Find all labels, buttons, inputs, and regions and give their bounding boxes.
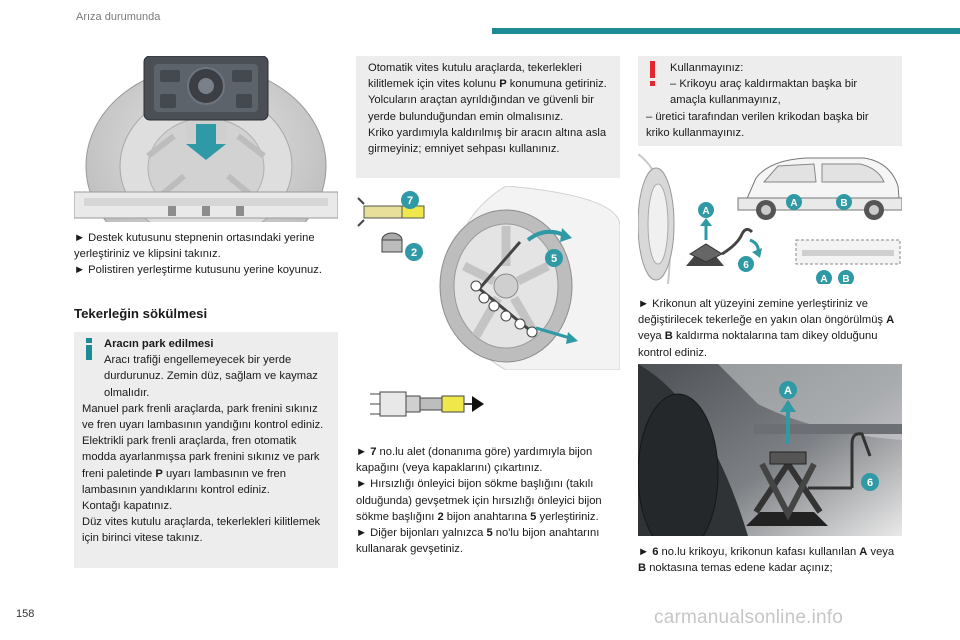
- info-manual-brake: Manuel park frenli araçlarda, park freni…: [82, 402, 324, 432]
- info-icon: [83, 338, 97, 360]
- label-A-under: A: [820, 274, 827, 284]
- label-A-closeup: A: [784, 385, 792, 397]
- label-6-closeup: 6: [867, 477, 873, 489]
- label-A-car: A: [790, 198, 797, 209]
- jack-points-illustration: A B A 6 A B: [638, 154, 902, 284]
- info-ignition-off: Kontağı kapatınız.: [82, 500, 173, 513]
- info-text: Aracı trafiği engellemeyecek bir yerde d…: [104, 354, 318, 399]
- label-7: 7: [407, 195, 413, 207]
- info-box-automatic: Otomatik vites kutulu araçlarda, tekerle…: [356, 56, 620, 178]
- wheel-bolt-illustration: 7 2 5: [356, 186, 620, 370]
- header-title: Arıza durumunda: [76, 11, 161, 23]
- page-number: 158: [16, 608, 35, 620]
- warning-line-1: – Krikoyu araç kaldırmaktan başka bir am…: [670, 78, 858, 107]
- instruction-loosen-bolts: ► Diğer bijonları yalnızca 5 no'lu bijon…: [356, 527, 600, 556]
- warning-line-2: – üretici tarafından verilen krikodan ba…: [646, 110, 869, 139]
- info-electric-brake: Elektrikli park frenli araçlarda, fren o…: [82, 435, 320, 480]
- anti-theft-tool-illustration: [368, 386, 488, 422]
- info-first-gear: Düz vites kutulu araçlarda, tekerlekleri…: [82, 516, 321, 545]
- info-title: Aracın park edilmesi: [104, 338, 214, 350]
- instruction-open-jack: ► 6 no.lu krikoyu, krikonun kafası kulla…: [638, 546, 895, 575]
- warning-icon: [648, 61, 658, 87]
- label-B-car: B: [840, 198, 847, 209]
- label-5: 5: [551, 253, 557, 265]
- instruction-polystyrene-box: ► Polistiren yerleştirme kutusunu yerine…: [74, 264, 322, 277]
- instruction-remove-cap: ► 7 no.lu alet (donanıma göre) yardımıyl…: [356, 446, 593, 475]
- watermark: carmanualsonline.info: [654, 607, 844, 628]
- jack-closeup-illustration: A 6: [638, 364, 902, 536]
- section-title-wheel-removal: Tekerleğin sökülmesi: [74, 306, 208, 321]
- warning-title: Kullanmayınız:: [670, 62, 744, 74]
- header-accent-bar: [492, 28, 960, 34]
- label-B-under: B: [842, 274, 849, 284]
- instruction-anti-theft: ► Hırsızlığı önleyici bijon sökme başlığ…: [356, 478, 602, 523]
- info-box-parking: Aracın park edilmesi Aracı trafiği engel…: [74, 332, 338, 568]
- warning-box: Kullanmayınız: – Krikoyu araç kaldırmakt…: [638, 56, 902, 146]
- label-A-jack: A: [702, 206, 709, 217]
- label-2: 2: [411, 247, 417, 259]
- spare-wheel-illustration: [74, 56, 338, 222]
- instruction-position-jack: ► Krikonun alt yüzeyini zemine yerleştir…: [638, 298, 895, 359]
- instruction-support-box: ► Destek kutusunu stepnenin ortasındaki …: [74, 232, 315, 261]
- label-6-small: 6: [743, 260, 749, 271]
